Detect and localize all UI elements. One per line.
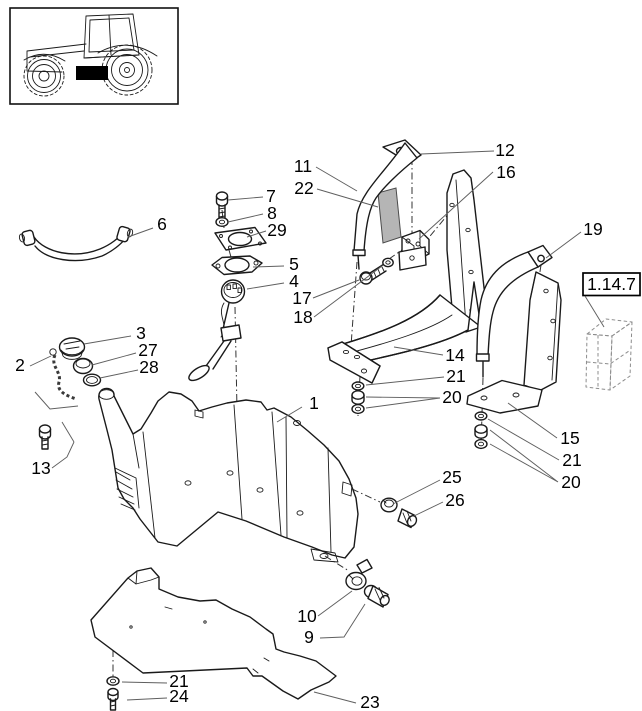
callout-23[interactable]: 23 <box>360 692 379 711</box>
callout-6[interactable]: 6 <box>157 214 167 234</box>
callout-12[interactable]: 12 <box>495 140 514 160</box>
chain-part-2 <box>49 348 77 401</box>
callout-8[interactable]: 8 <box>267 203 277 223</box>
inner-cap-part-27 <box>72 357 94 375</box>
reference-box[interactable] <box>582 272 641 297</box>
callout-14[interactable]: 14 <box>445 345 465 365</box>
gasket-plate-part-29 <box>214 226 267 251</box>
callout-9[interactable]: 9 <box>304 627 314 647</box>
rubber-pad <box>377 187 402 244</box>
seal-ring-part-28 <box>82 373 102 387</box>
fuel-tank-part-1 <box>98 387 359 563</box>
callout-19[interactable]: 19 <box>583 219 602 239</box>
callout-13[interactable]: 13 <box>31 458 50 478</box>
strap-part-11-22 <box>352 139 422 270</box>
valve-part-10 <box>345 558 373 591</box>
bolt-part-17 <box>359 263 387 285</box>
callout-27[interactable]: 27 <box>138 340 157 360</box>
washer-part-21c <box>106 676 120 686</box>
callout-18[interactable]: 18 <box>293 307 312 327</box>
callout-5[interactable]: 5 <box>289 254 299 274</box>
plug-part-26 <box>397 508 418 529</box>
callout-22[interactable]: 22 <box>294 178 313 198</box>
bracket-part-15 <box>466 271 562 414</box>
callout-4[interactable]: 4 <box>289 271 299 291</box>
callout-11[interactable]: 11 <box>294 156 312 176</box>
sender-assembly <box>188 191 267 382</box>
fuel-sender-part-4 <box>188 279 246 382</box>
callout-21b[interactable]: 21 <box>562 450 581 470</box>
support-bracket-part-14 <box>327 169 487 384</box>
callout-15[interactable]: 15 <box>560 428 579 448</box>
callout-24[interactable]: 24 <box>169 686 189 706</box>
callout-20b[interactable]: 20 <box>561 472 581 492</box>
callout-20a[interactable]: 20 <box>442 387 462 407</box>
plug-part-9 <box>363 584 390 608</box>
washer-part-8 <box>215 216 229 227</box>
callout-17[interactable]: 17 <box>292 288 311 308</box>
cap-assembly <box>34 337 102 450</box>
gasket-part-5 <box>211 255 263 276</box>
grommet-part-25 <box>380 497 398 513</box>
callout-7[interactable]: 7 <box>266 186 276 206</box>
guard-plate-part-23 <box>90 567 337 700</box>
callout-21a[interactable]: 21 <box>446 366 465 386</box>
cross-reference: 1.14.7 <box>582 272 641 391</box>
tractor-icon <box>23 13 158 97</box>
washer-stack-left <box>351 381 365 415</box>
fuel-cap-part-3 <box>58 337 86 360</box>
bolt-part-7 <box>215 191 229 221</box>
callout-1[interactable]: 1 <box>309 393 319 413</box>
bolt-part-24 <box>107 687 119 711</box>
leader-lines <box>29 150 582 704</box>
callout-labels: 12 16 11 22 7 8 29 6 5 4 17 18 19 3 27 2… <box>15 140 603 711</box>
strap-part-19 <box>475 244 553 378</box>
callout-28[interactable]: 28 <box>139 357 158 377</box>
tractor-thumbnail <box>9 7 179 105</box>
referenced-part-ghost <box>585 318 633 391</box>
callout-21c[interactable]: 21 <box>169 671 188 691</box>
washer-stack-right <box>474 411 488 450</box>
hose-part-6 <box>18 225 134 262</box>
callout-25[interactable]: 25 <box>442 467 461 487</box>
callout-16[interactable]: 16 <box>496 162 515 182</box>
reference-label[interactable]: 1.14.7 <box>587 274 636 294</box>
washer-part-18 <box>382 257 394 268</box>
callout-2[interactable]: 2 <box>15 355 25 375</box>
callout-3[interactable]: 3 <box>136 323 146 343</box>
highlight-fuel-tank-area <box>76 66 108 80</box>
callout-29[interactable]: 29 <box>267 220 286 240</box>
bracket-part-16 <box>398 229 430 271</box>
bolt-part-13 <box>38 424 52 450</box>
callout-26[interactable]: 26 <box>445 490 464 510</box>
callout-10[interactable]: 10 <box>297 606 317 626</box>
